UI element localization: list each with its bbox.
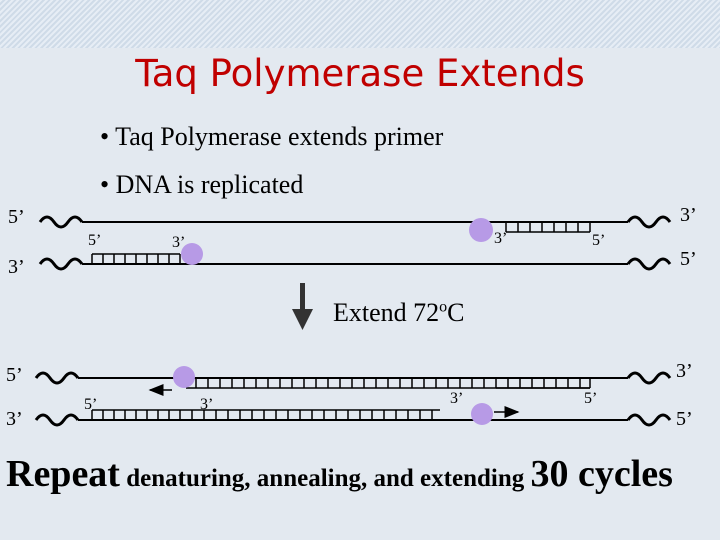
primer-left-5-prime: 5’ <box>88 232 102 249</box>
primer-right-5-prime: 5’ <box>592 232 606 249</box>
taq-polymerase-upper-extended <box>173 366 195 388</box>
repeat-footer: Repeat denaturing, annealing, and extend… <box>6 452 673 496</box>
ext-top-strand-5-prime: 5’ <box>6 364 23 386</box>
ext-primer-left-3-prime: 3’ <box>200 396 214 413</box>
footer-cycles: cycles <box>568 453 673 495</box>
footer-repeat: Repeat <box>6 453 120 495</box>
bullet-polymerase-extends: • Taq Polymerase extends primer <box>100 122 444 151</box>
down-arrow <box>292 283 313 330</box>
slide-panel <box>0 48 720 540</box>
primer-right-3-prime: 3’ <box>494 230 508 247</box>
extend-step-unit: C <box>447 298 465 327</box>
footer-middle: denaturing, annealing, and extending <box>119 465 531 492</box>
slide-title: Taq Polymerase Extends <box>135 52 585 95</box>
top-strand-3-prime: 3’ <box>680 204 697 226</box>
primer-right-top <box>505 222 591 233</box>
degree-sup: o <box>439 298 448 316</box>
extend-step-label: Extend 72oC <box>333 298 465 328</box>
top-template-strand <box>38 215 672 229</box>
taq-polymerase-lower-extended <box>471 403 493 425</box>
ext-primer-right-3-prime: 3’ <box>450 390 464 407</box>
bullet-dna-replicated: • DNA is replicated <box>100 170 304 199</box>
ext-primer-right-5-prime: 5’ <box>584 390 598 407</box>
ext-bottom-strand-5-prime: 5’ <box>676 408 693 430</box>
new-strand-upper <box>186 378 591 389</box>
ext-bottom-strand-3-prime: 3’ <box>6 408 23 430</box>
ext-primer-left-5-prime: 5’ <box>84 396 98 413</box>
new-strand-lower <box>180 409 440 420</box>
bottom-strand-5-prime: 5’ <box>680 248 697 270</box>
extend-step-text: Extend 72 <box>333 298 440 327</box>
taq-polymerase-left-top <box>181 243 203 265</box>
top-template-strand-extended <box>34 371 672 385</box>
primer-left-top <box>91 253 181 264</box>
bottom-strand-3-prime: 3’ <box>8 256 25 278</box>
ext-top-strand-3-prime: 3’ <box>676 360 693 382</box>
primer-left-extended <box>91 409 181 420</box>
header-band <box>0 0 720 48</box>
bottom-template-strand <box>38 257 672 271</box>
bottom-template-strand-extended <box>34 413 672 427</box>
footer-number: 30 <box>530 453 569 495</box>
top-strand-5-prime: 5’ <box>8 206 25 228</box>
primer-left-3-prime: 3’ <box>172 234 186 251</box>
taq-polymerase-right-top <box>469 218 493 242</box>
